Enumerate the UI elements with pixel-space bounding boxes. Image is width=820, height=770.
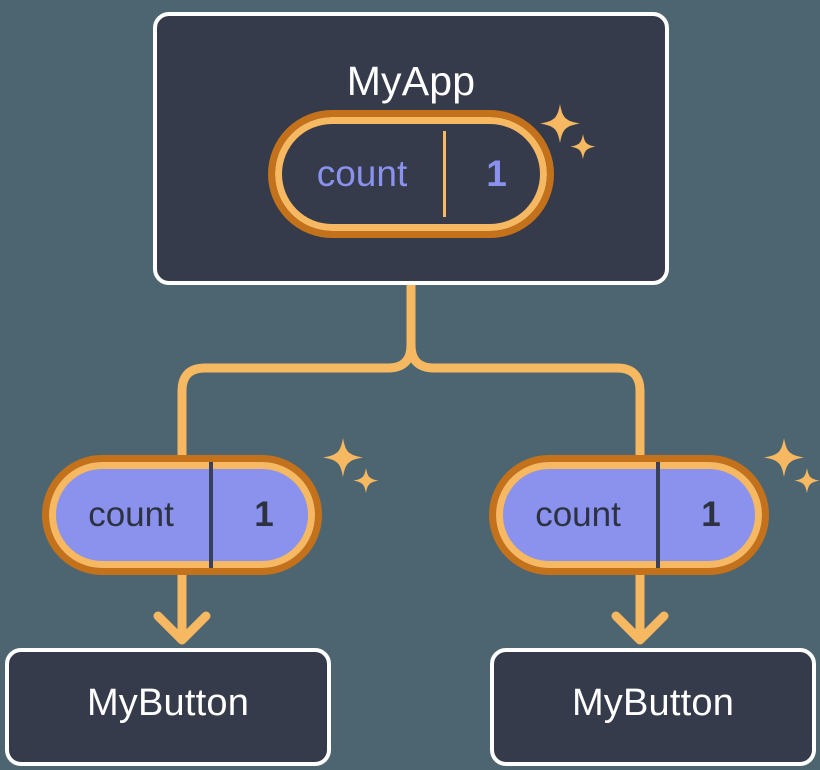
state-value-label: 1 bbox=[254, 495, 274, 534]
arrow-down-icon-left bbox=[153, 575, 211, 645]
arrow-down-icon-right bbox=[611, 575, 669, 645]
state-pill-myapp[interactable]: count 1 bbox=[268, 110, 554, 238]
component-box-mybutton-right[interactable]: MyButton bbox=[490, 648, 816, 766]
component-box-mybutton-left[interactable]: MyButton bbox=[5, 648, 331, 766]
state-pill-child-right[interactable]: count 1 bbox=[489, 455, 769, 575]
sparkles-icon-child-left bbox=[323, 438, 379, 494]
sparkle-large-icon bbox=[764, 438, 804, 477]
tree-branch-connector-right bbox=[406, 340, 645, 460]
state-pill-child-left[interactable]: count 1 bbox=[42, 455, 322, 575]
state-name-label: count bbox=[316, 153, 408, 194]
sparkle-small-icon bbox=[794, 468, 820, 494]
state-name-label: count bbox=[535, 495, 621, 534]
state-value-label: 1 bbox=[486, 153, 507, 194]
state-name-label: count bbox=[88, 495, 174, 534]
component-label-mybutton: MyButton bbox=[86, 682, 250, 724]
state-pill-divider bbox=[656, 462, 660, 568]
state-value-label: 1 bbox=[701, 495, 721, 534]
component-label-myapp: MyApp bbox=[346, 58, 476, 104]
component-label-mybutton: MyButton bbox=[571, 682, 735, 724]
sparkle-large-icon bbox=[323, 438, 363, 477]
state-pill-divider bbox=[443, 131, 446, 217]
state-pill-divider bbox=[209, 462, 213, 568]
tree-branch-connector bbox=[177, 280, 416, 460]
sparkles-icon-child-right bbox=[764, 438, 820, 494]
sparkle-small-icon bbox=[353, 468, 379, 494]
